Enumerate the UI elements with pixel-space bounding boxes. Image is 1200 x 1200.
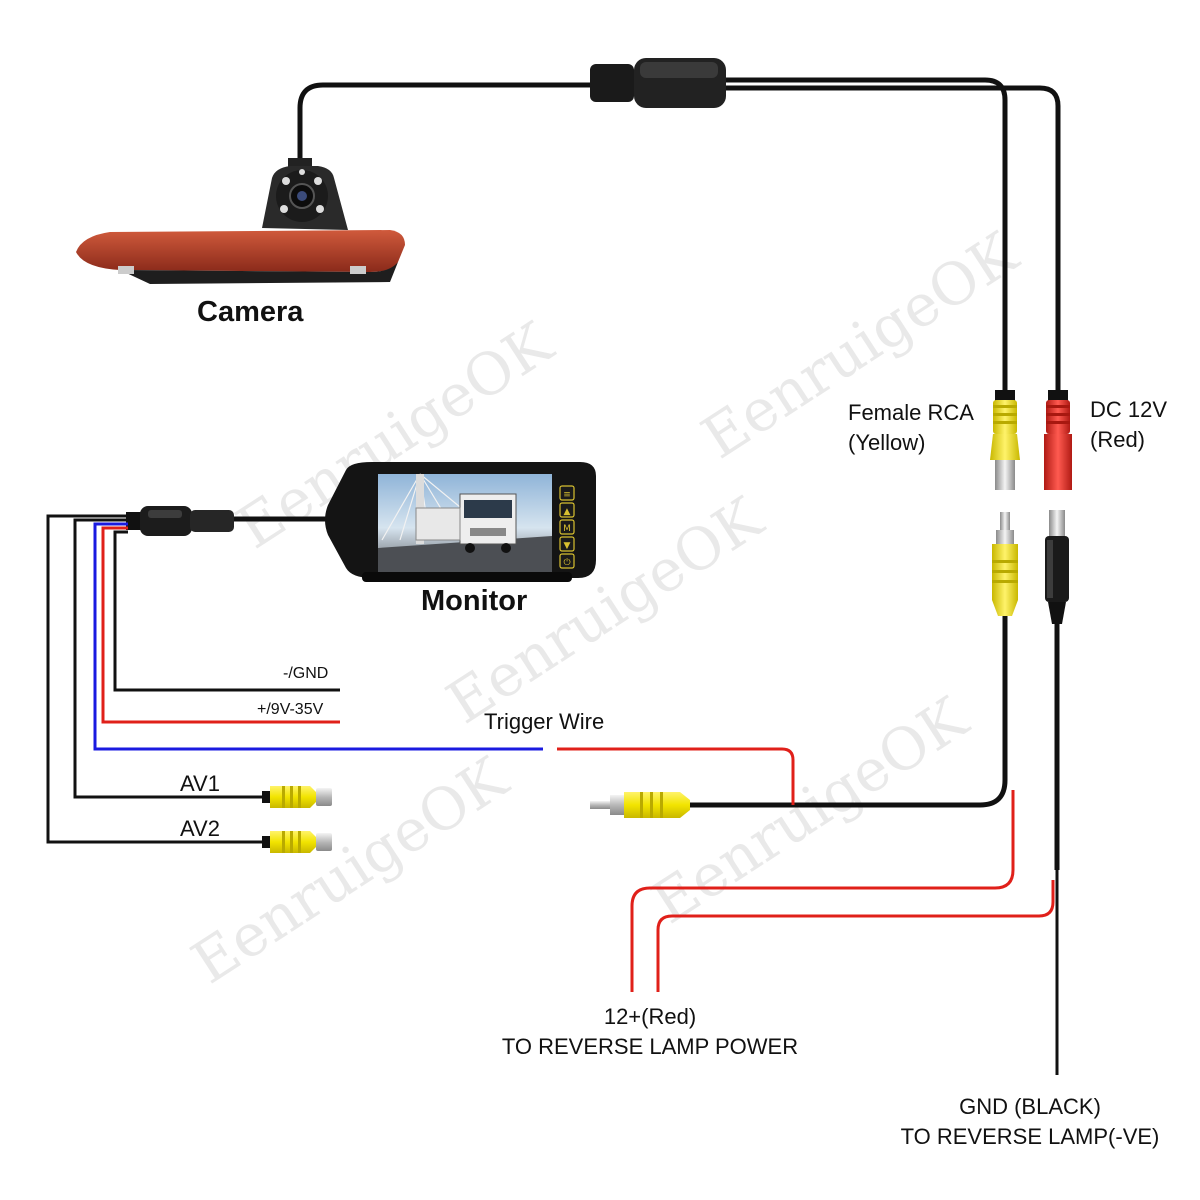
monitor: ≡ ▲ M ▼ ⏻ <box>325 462 596 582</box>
av1-female-rca <box>262 786 332 808</box>
power-wire-red <box>101 526 340 724</box>
monitor-button-power: ⏻ <box>563 557 570 568</box>
monitor-button-mode: M <box>563 524 571 534</box>
reverse-power-label-line2: TO REVERSE LAMP POWER <box>501 1034 799 1059</box>
monitor-button-up: ▲ <box>564 507 571 517</box>
dc-cable-right <box>722 85 1061 400</box>
reverse-gnd-label-line2: TO REVERSE LAMP(-VE) <box>900 1124 1160 1149</box>
brake-light <box>76 230 405 272</box>
gnd-wire-black <box>113 530 340 692</box>
gnd-label: -/GND <box>283 665 329 682</box>
video-cable <box>688 616 1008 808</box>
dc-label-line1: DC 12V <box>1090 397 1168 422</box>
extension-connector <box>590 58 726 108</box>
female-rca-label-line2: (Yellow) <box>848 430 926 455</box>
red-lead-1 <box>630 790 1015 992</box>
camera-label: Camera <box>197 296 304 328</box>
trigger-wire-blue <box>93 522 543 751</box>
red-lead-2 <box>656 880 1055 992</box>
dc-12v-male-black <box>1045 510 1069 624</box>
female-rca-label-line1: Female RCA <box>848 400 974 425</box>
monitor-harness-connector <box>126 506 234 536</box>
monitor-button-menu: ≡ <box>563 490 571 500</box>
camera <box>76 158 405 284</box>
monitor-button-down: ▼ <box>564 541 571 551</box>
av2-female-rca <box>262 831 332 853</box>
female-rca-yellow <box>990 390 1020 490</box>
monitor-label: Monitor <box>421 585 528 617</box>
av2-label: AV2 <box>180 816 220 841</box>
av1-label: AV1 <box>180 771 220 796</box>
av1-wire <box>73 518 262 799</box>
male-rca-yellow <box>992 512 1018 616</box>
camera-cable <box>297 82 592 170</box>
trigger-rca-male <box>590 792 690 818</box>
av2-wire <box>46 514 262 844</box>
extension-cable-right <box>722 77 1008 400</box>
reverse-power-label-line1: 12+(Red) <box>603 1004 697 1029</box>
trigger-wire-label: Trigger Wire <box>484 709 605 734</box>
dc-label-line2: (Red) <box>1090 427 1146 452</box>
reverse-gnd-label-line1: GND (BLACK) <box>959 1094 1101 1119</box>
dc-12v-female-red <box>1044 390 1072 490</box>
power-range-label: +/9V-35V <box>257 701 324 718</box>
trigger-wire-red <box>557 747 795 805</box>
